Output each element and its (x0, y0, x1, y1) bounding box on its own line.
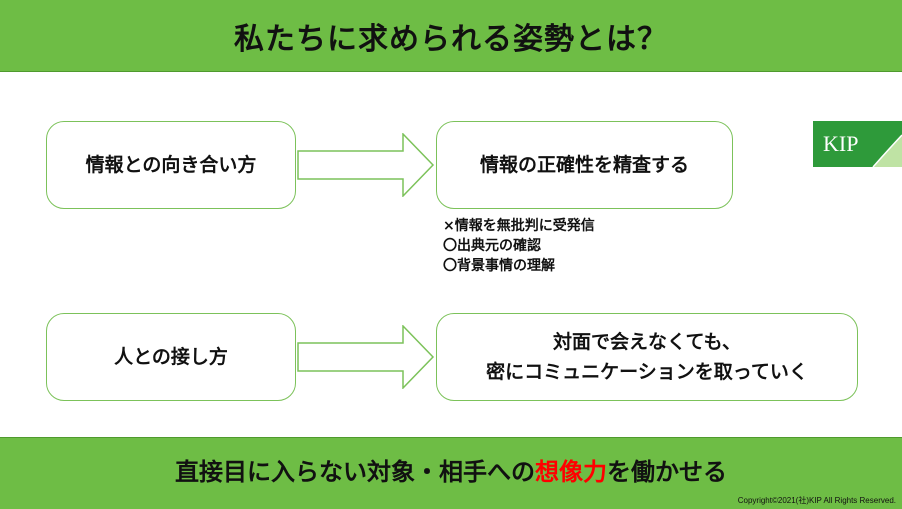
box-close-communication: 対面で会えなくても、 密にコミュニケーションを取っていく (436, 313, 858, 401)
footer-highlight: 想像力 (535, 457, 607, 486)
box-verify-accuracy: 情報の正確性を精査する (436, 121, 733, 209)
box-information-approach: 情報との向き合い方 (46, 121, 296, 209)
note-item: 〇背景事情の理解 (443, 258, 555, 274)
slide-title: 私たちに求められる姿勢とは？ (234, 21, 668, 57)
box-interpersonal-approach-label: 人との接し方 (114, 346, 228, 368)
box-close-communication-line: 密にコミュニケーションを取っていく (486, 361, 808, 383)
right-arrow-icon (297, 325, 435, 389)
title-bar: 私たちに求められる姿勢とは？ (0, 0, 902, 72)
footer-text-after: を働かせる (607, 457, 727, 486)
kip-logo: KIP (813, 121, 902, 167)
right-arrow-icon (297, 133, 435, 197)
box-information-approach-label: 情報との向き合い方 (85, 154, 257, 176)
note-item: ×情報を無批判に受発信 (443, 218, 595, 234)
kip-logo-text: KIP (823, 131, 858, 156)
footer-bar: 直接目に入らない対象・相手への想像力を働かせる Copyright©2021(社… (0, 437, 902, 509)
copyright-notice: Copyright©2021(社)KIP All Rights Reserved… (737, 496, 896, 505)
footer-message: 直接目に入らない対象・相手への想像力を働かせる (0, 438, 902, 500)
note-item: 〇出典元の確認 (443, 238, 541, 254)
box-verify-accuracy-label: 情報の正確性を精査する (479, 154, 689, 176)
box-interpersonal-approach: 人との接し方 (46, 313, 296, 401)
box-close-communication-line: 対面で会えなくても、 (553, 331, 741, 353)
notes-list: ×情報を無批判に受発信 〇出典元の確認 〇背景事情の理解 (443, 216, 595, 276)
footer-text-before: 直接目に入らない対象・相手への (175, 457, 535, 486)
